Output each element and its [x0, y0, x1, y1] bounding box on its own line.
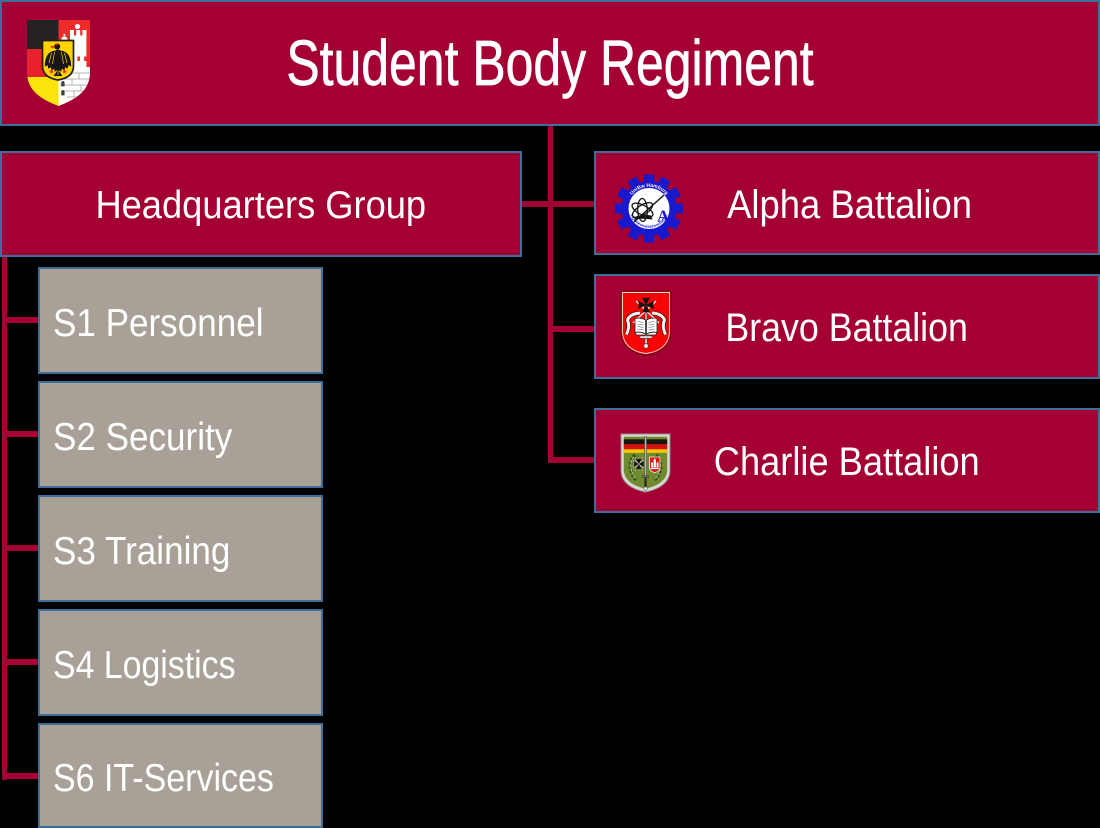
svg-text:A: A [657, 207, 670, 226]
